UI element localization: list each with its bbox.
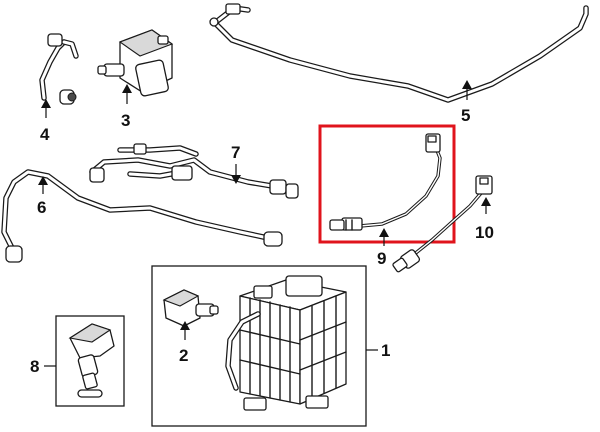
- part-8-box: [55, 315, 125, 407]
- part-2-valve[interactable]: [162, 289, 219, 327]
- callout-4: 4: [40, 99, 51, 144]
- callout-1-label: 1: [381, 341, 390, 360]
- callout-7-label: 7: [231, 143, 240, 162]
- callout-8: 8: [30, 357, 56, 376]
- callout-2: 2: [179, 321, 190, 365]
- part-3-valve[interactable]: [97, 29, 174, 97]
- callout-4-label: 4: [40, 125, 50, 144]
- callout-6-label: 6: [37, 198, 46, 217]
- callout-9: 9: [377, 228, 389, 268]
- callout-6: 6: [37, 176, 48, 217]
- part-9-sensor[interactable]: [329, 133, 442, 231]
- callout-1: 1: [366, 341, 390, 360]
- part-5-tube[interactable]: [209, 3, 589, 103]
- canister-box: [151, 265, 367, 427]
- part-6-tube[interactable]: [1, 169, 283, 263]
- callout-3: 3: [121, 84, 132, 130]
- callout-5: 5: [461, 80, 472, 125]
- part-10-sensor[interactable]: [392, 175, 493, 273]
- callout-5-label: 5: [461, 106, 470, 125]
- part-4-hose[interactable]: [39, 33, 79, 105]
- callout-3-label: 3: [121, 111, 130, 130]
- part-7-hose-assembly[interactable]: [89, 143, 299, 199]
- part-8-sensor[interactable]: [68, 323, 115, 398]
- part-1-canister[interactable]: [225, 275, 347, 411]
- callout-10: 10: [475, 197, 494, 242]
- callout-9-label: 9: [377, 249, 386, 268]
- part-9-highlight-box: [318, 124, 456, 244]
- callout-2-label: 2: [179, 346, 188, 365]
- callout-10-label: 10: [475, 223, 494, 242]
- callout-7: 7: [231, 143, 241, 184]
- callout-8-label: 8: [30, 357, 39, 376]
